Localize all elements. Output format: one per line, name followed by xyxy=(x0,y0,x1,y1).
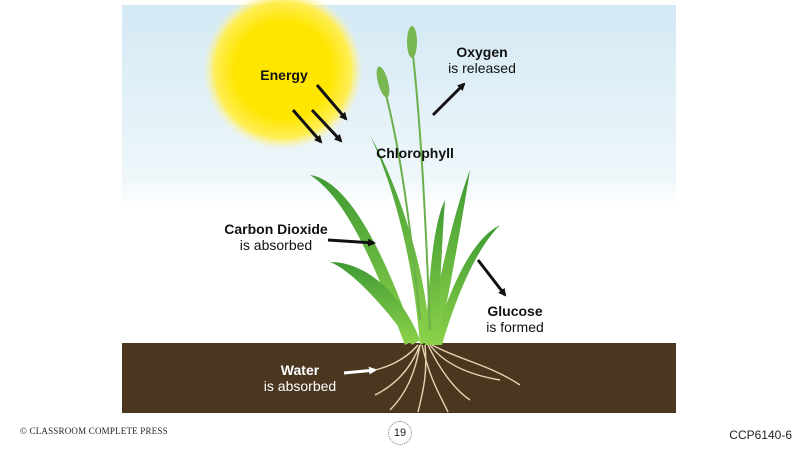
energy-arrow-2 xyxy=(291,109,323,144)
glucose-text: Glucose xyxy=(487,303,543,319)
sun-icon xyxy=(203,0,363,150)
energy-label: Energy xyxy=(260,67,307,83)
water-subtext: is absorbed xyxy=(263,378,337,394)
glucose-arrow xyxy=(476,259,507,297)
energy-arrow-1 xyxy=(315,84,348,121)
roots xyxy=(361,344,521,413)
carbon-dioxide-subtext: is absorbed xyxy=(239,237,313,253)
product-code: CCP6140-6 xyxy=(729,428,792,442)
oxygen-text: Oxygen xyxy=(456,44,508,60)
water-text: Water xyxy=(280,362,320,378)
energy-text: Energy xyxy=(260,67,308,83)
arrows xyxy=(291,82,507,375)
chlorophyll-text: Chlorophyll xyxy=(376,145,454,161)
wheat-stalks xyxy=(376,26,431,331)
glucose-subtext: is formed xyxy=(486,319,544,335)
oxygen-arrow xyxy=(431,82,466,117)
carbon-dioxide-text: Carbon Dioxide xyxy=(224,221,328,237)
publisher-credit: © CLASSROOM COMPLETE PRESS xyxy=(20,426,168,436)
chlorophyll-label: Chlorophyll xyxy=(376,145,454,161)
carbon-dioxide-arrow xyxy=(327,238,376,247)
oxygen-subtext: is released xyxy=(448,60,516,76)
page-number: 19 xyxy=(388,421,412,445)
energy-arrow-3 xyxy=(310,108,343,143)
water-arrow xyxy=(343,366,377,375)
